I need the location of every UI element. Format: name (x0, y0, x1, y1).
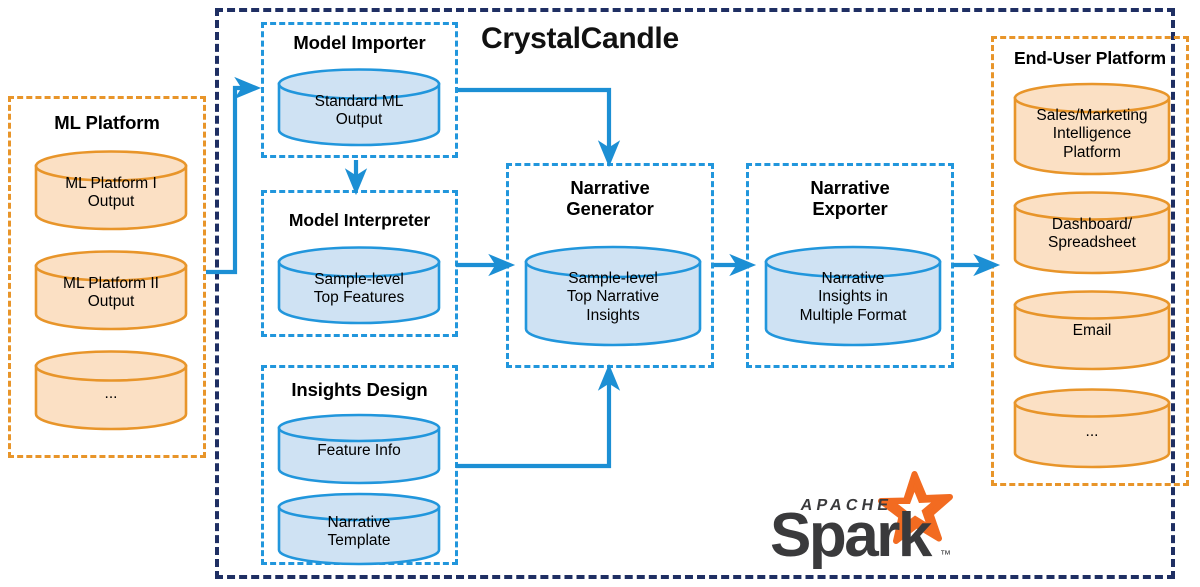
cylinder-email: Email (1012, 289, 1172, 371)
page-title: CrystalCandle (481, 22, 679, 55)
cylinder-ml-platform-more: ... (33, 349, 189, 431)
spark-wordmark: Spark (770, 501, 933, 570)
cylinder-label: Dashboard/Spreadsheet (1048, 216, 1136, 252)
cylinder-label: ... (104, 385, 118, 402)
model-importer-title: Model Importer (293, 32, 426, 53)
cylinder-label: ... (1085, 423, 1099, 440)
cylinder-dashboard-spreadsheet: Dashboard/Spreadsheet (1012, 190, 1172, 276)
cylinder-feature-info: Feature Info (276, 413, 442, 485)
group-crystalcandle (215, 8, 1175, 579)
cylinder-label: Feature Info (317, 442, 401, 459)
apache-spark-logo: APACHE Spark ™ (764, 470, 964, 570)
cylinder-label: Email (1072, 322, 1112, 339)
apache-wordmark: APACHE (799, 496, 894, 514)
end-user-platform-title: End-User Platform (1014, 48, 1166, 68)
trademark-symbol: ™ (940, 549, 951, 561)
ml-platform-title: ML Platform (54, 112, 160, 133)
cylinder-end-user-more: ... (1012, 387, 1172, 469)
model-interpreter-title: Model Interpreter (288, 210, 431, 230)
insights-design-title: Insights Design (291, 379, 428, 400)
